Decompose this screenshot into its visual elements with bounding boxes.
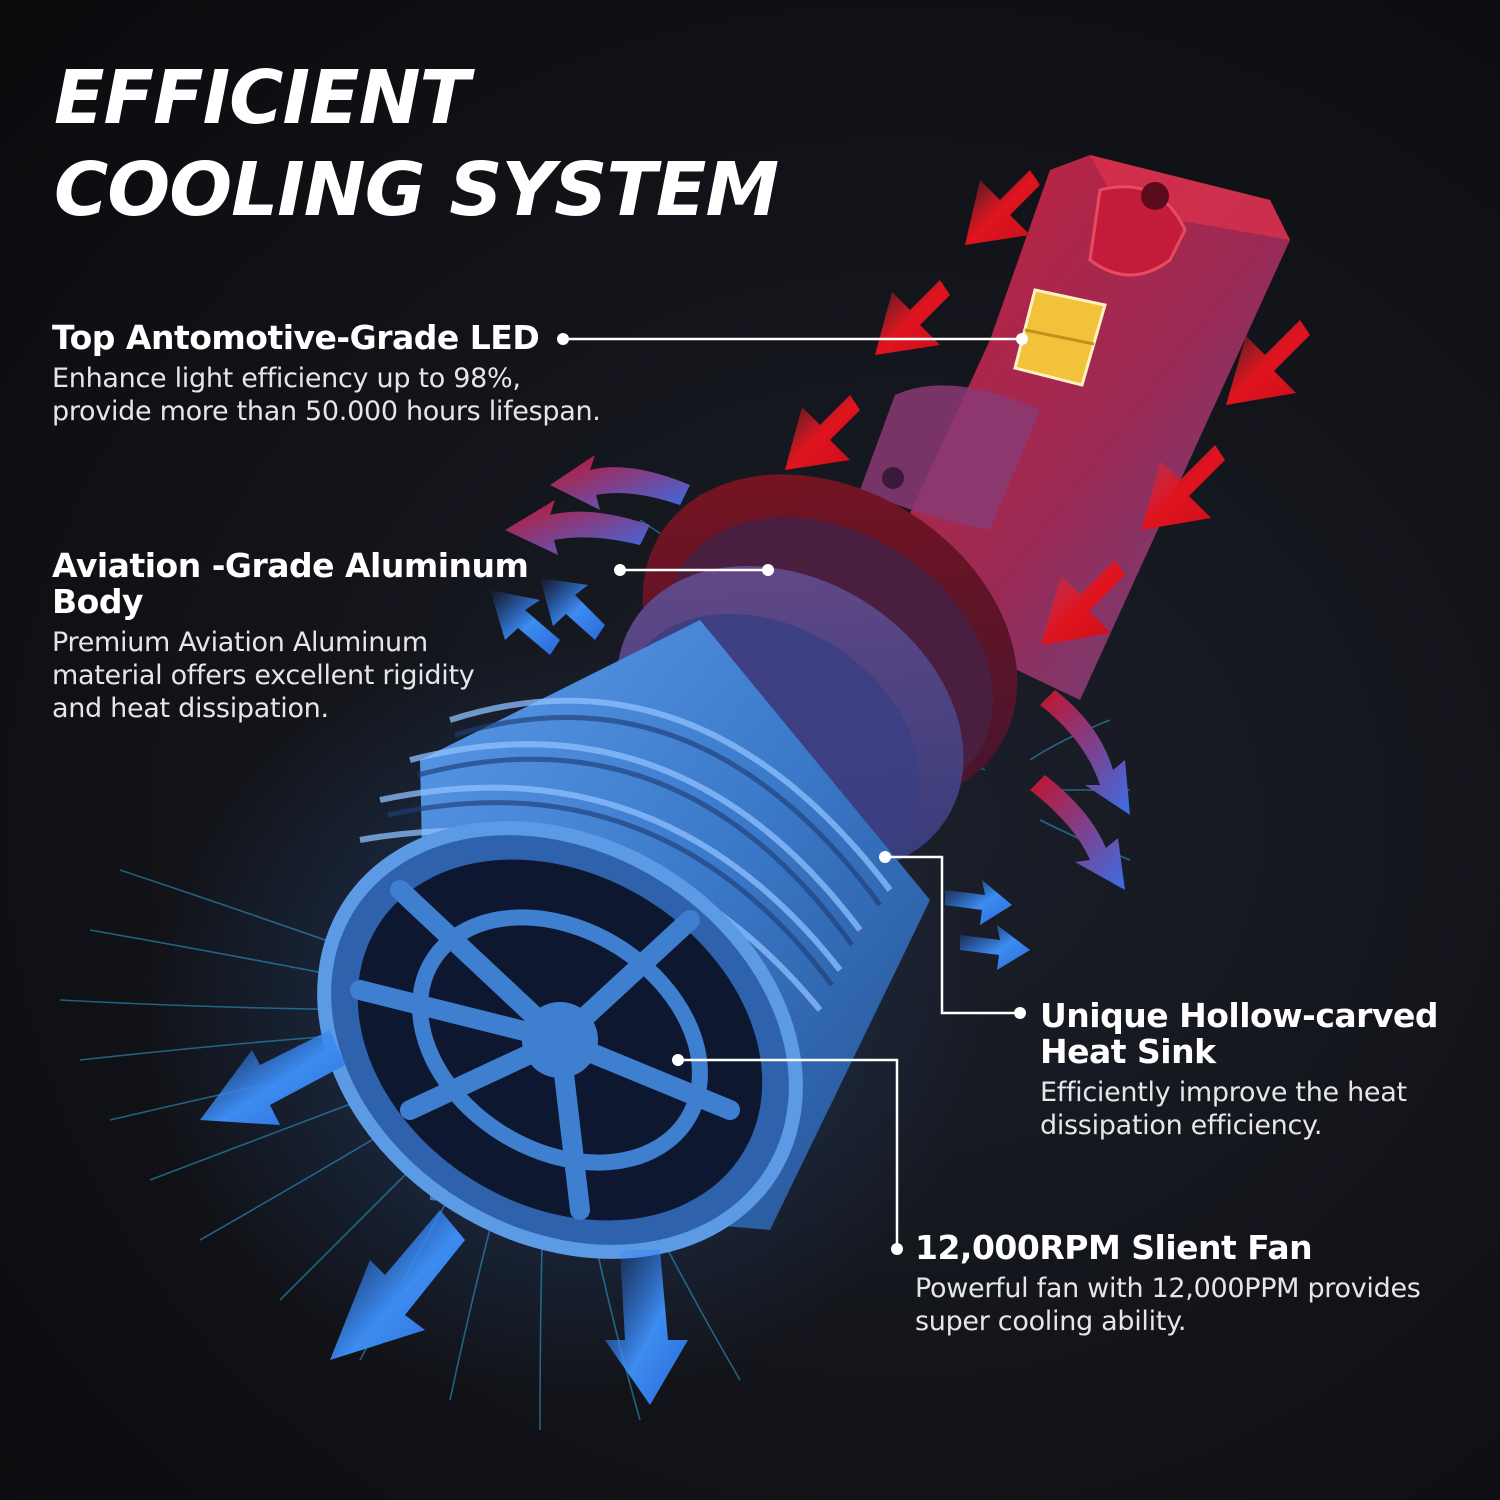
feature-body-heading: Aviation -Grade Aluminum Body [52,546,529,621]
feature-aluminum-body: Aviation -Grade Aluminum Body Premium Av… [52,548,612,725]
feature-sink-desc-line-2: dissipation efficiency. [1040,1110,1323,1141]
feature-led-desc-line-2: provide more than 50.000 hours lifespan. [52,396,601,427]
feature-sink-heading-line-1: Unique Hollow-carved [1040,996,1438,1035]
feature-fan-heading: 12,000RPM Slient Fan [915,1228,1313,1267]
callout-dots [557,333,1028,1255]
feature-fan-description: Powerful fan with 12,000PPM provides sup… [915,1272,1475,1338]
feature-heat-sink: Unique Hollow-carved Heat Sink Efficient… [1040,998,1470,1142]
feature-led-description: Enhance light efficiency up to 98%, prov… [52,362,672,428]
led-stem [860,155,1290,700]
feature-body-desc-line-1: Premium Aviation Aluminum [52,627,428,658]
feature-led-heading: Top Antomotive-Grade LED [52,318,540,357]
feature-sink-description: Efficiently improve the heat dissipation… [1040,1076,1470,1142]
callout-lines [563,337,1022,1249]
feature-body-desc-line-3: and heat dissipation. [52,693,329,724]
title-line-1: EFFICIENT [54,55,470,141]
feature-body-desc-line-2: material offers excellent rigidity [52,660,475,691]
feature-fan: 12,000RPM Slient Fan Powerful fan with 1… [915,1230,1475,1338]
title-line-2: COOLING SYSTEM [54,147,779,233]
cool-air-arrows [200,578,1030,1405]
page-title: EFFICIENT COOLING SYSTEM [54,52,779,236]
feature-led: Top Antomotive-Grade LED Enhance light e… [52,320,672,428]
feature-fan-desc-line-1: Powerful fan with 12,000PPM provides [915,1273,1421,1304]
feature-sink-heading: Unique Hollow-carved Heat Sink [1040,998,1470,1070]
exhaust-arrows-left [505,455,690,555]
feature-sink-desc-line-1: Efficiently improve the heat [1040,1077,1407,1108]
feature-body-description: Premium Aviation Aluminum material offer… [52,626,612,725]
hot-air-arrows [785,170,1310,645]
exhaust-arrows-right [1030,690,1130,890]
feature-led-desc-line-1: Enhance light efficiency up to 98%, [52,363,521,394]
heat-sink-fan [317,620,930,1259]
feature-sink-heading-line-2: Heat Sink [1040,1032,1216,1071]
feature-fan-desc-line-2: super cooling ability. [915,1306,1187,1337]
